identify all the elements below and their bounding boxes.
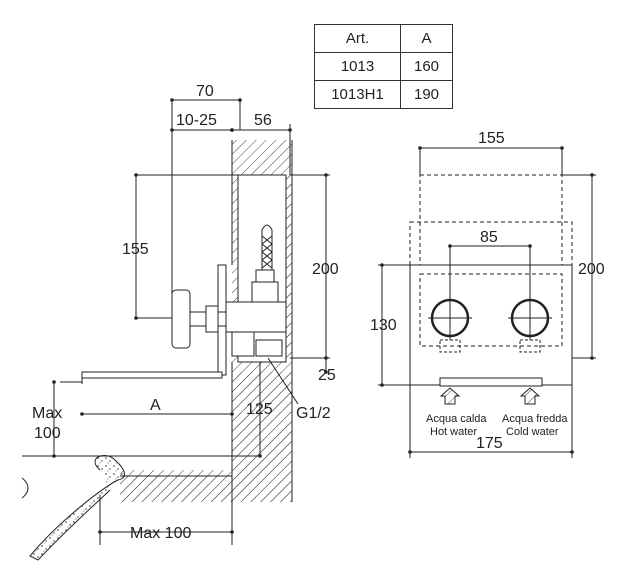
cell-art: 1013H1 <box>314 80 401 109</box>
front-dimensions <box>378 146 596 458</box>
dim-200-side: 200 <box>312 261 339 278</box>
recess-outline <box>419 174 563 266</box>
front-view <box>409 174 573 405</box>
side-view <box>21 140 293 561</box>
dim-175: 175 <box>476 435 503 452</box>
dim-130: 130 <box>370 317 397 334</box>
dim-85: 85 <box>480 229 498 246</box>
floor-fill <box>120 476 232 502</box>
spec-table-header: Art. A <box>314 24 453 53</box>
hot-label-it: Acqua calda <box>426 413 487 425</box>
cold-arrow-icon <box>519 387 541 405</box>
valve-handle <box>171 289 191 349</box>
hot-label-en: Hot water <box>430 426 477 438</box>
side-dimensions <box>52 98 330 545</box>
cover-plate <box>409 264 573 386</box>
dim-155-front: 155 <box>478 130 505 147</box>
spec-table: Art. A 1013 160 1013H1 190 <box>314 24 453 109</box>
dim-56: 56 <box>254 112 272 129</box>
dim-a: A <box>150 397 161 414</box>
dim-125: 125 <box>246 401 273 418</box>
side-dimension-labels: 70 10-25 56 155 200 25 A 125 G1/2 Max 10… <box>32 83 339 542</box>
valve-body <box>225 301 287 333</box>
dim-155-side: 155 <box>122 241 149 258</box>
dim-200-front: 200 <box>578 261 605 278</box>
cell-a: 190 <box>400 80 453 109</box>
thread-label: G1/2 <box>296 405 331 422</box>
bath-rim <box>29 455 125 561</box>
dim-10-25: 10-25 <box>176 112 217 129</box>
dim-70: 70 <box>196 83 214 100</box>
front-dimension-labels: 155 85 200 130 175 Acqua calda Hot water… <box>370 130 605 452</box>
cold-label-it: Acqua fredda <box>502 413 568 425</box>
dim-max-label: Max <box>32 405 62 422</box>
dim-max-100-bottom: Max 100 <box>130 525 191 542</box>
hot-arrow-icon <box>439 387 461 405</box>
dim-max-value: 100 <box>34 425 61 442</box>
table-row: 1013H1 190 <box>314 80 453 109</box>
header-a: A <box>400 24 453 53</box>
dim-25: 25 <box>318 367 336 384</box>
cold-label-en: Cold water <box>506 426 559 438</box>
header-art: Art. <box>314 24 401 53</box>
